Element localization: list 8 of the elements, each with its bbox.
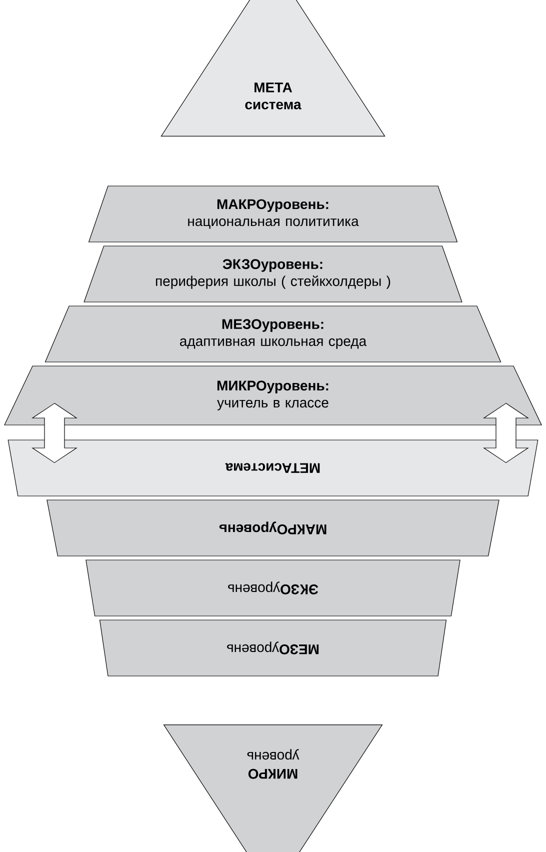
level-band: МЕЗОуровень: адаптивная школьная среда <box>44 306 502 362</box>
level-band: МИКРОуровень: учитель в классе <box>4 366 542 426</box>
level-band: ЭКЗОуровень <box>86 560 460 616</box>
level-band: МЕТАсистема <box>8 440 538 496</box>
level-band: ЭКЗОуровень: периферия школы ( стейкхолдеры ) <box>84 246 462 302</box>
level-band: МАКРОуровень <box>46 500 500 556</box>
level-triangle: МЕТА система <box>160 0 386 136</box>
level-band: МЕЗОуровень <box>99 620 447 676</box>
